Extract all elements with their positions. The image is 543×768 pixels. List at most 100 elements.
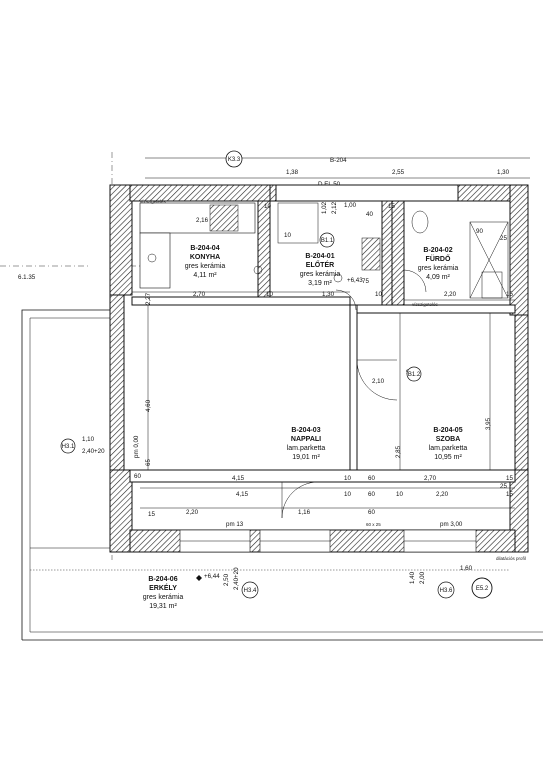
dim-60a: 60: [368, 475, 375, 482]
room-name-bath: FÜRDŐ: [426, 254, 451, 263]
kitchen-sink: [147, 253, 157, 263]
room-finish-bath: gres kerámia: [418, 265, 459, 272]
dim-3-95: 3,95: [485, 417, 492, 430]
room-name-hall: ELŐTÉR: [306, 260, 334, 269]
room-code-balcony: B-204-06: [148, 576, 177, 583]
room-area-living: 19,01 m²: [292, 454, 320, 461]
dim-2-50: 2,50: [223, 573, 230, 586]
room-finish-hall: gres kerámia: [300, 271, 341, 278]
wall-left-lower: [109, 469, 133, 553]
room-area-kitchen: 4,11 m²: [193, 272, 217, 279]
dim-2-85: 2,85: [395, 445, 402, 458]
marker-b12-text: B1.2: [408, 372, 421, 378]
dim-10z: 10: [264, 203, 271, 210]
dim-2-70: 2,70: [193, 291, 206, 298]
dim-60b: 60: [368, 491, 375, 498]
room-code-hall: B-204-01: [305, 253, 334, 260]
room-area-balcony: 19,31 m²: [149, 603, 177, 610]
top-dim-1: 1,38: [286, 169, 299, 176]
dim-1-30: 1,30: [322, 291, 335, 298]
dim-2-10: 2,10: [372, 378, 385, 385]
shower-diag-b: [469, 221, 509, 299]
dim-10b: 10: [375, 291, 382, 298]
room-finish-room: lam.parketta: [429, 445, 468, 452]
dim-1-00: 1,00: [344, 202, 357, 209]
dim-15b: 15: [506, 475, 513, 482]
room-code-living: B-204-03: [291, 427, 320, 434]
facade-band: [129, 469, 516, 483]
marker-b11-text: B1.1: [321, 238, 334, 244]
room-finish-living: lam.parketta: [287, 445, 326, 452]
room-name-kitchen: KONYHA: [190, 254, 220, 261]
level-hall: +6,43: [347, 277, 363, 284]
marker-h34: [241, 581, 259, 599]
room-area-bath: 4,09 m²: [426, 274, 450, 281]
wall-kitchen-living: [131, 296, 351, 306]
wall-bath-inner: [391, 200, 405, 306]
marker-h34-text: H3.4: [244, 588, 257, 594]
dim-4-60: 4,60: [145, 399, 152, 412]
dim-15c: 15: [506, 491, 513, 498]
door-tag-pm13: pm 13: [226, 521, 244, 528]
grid-bubble-k33: [225, 150, 243, 168]
top-dim-2: 2,55: [392, 169, 405, 176]
kitchen-counter-side: [139, 232, 171, 289]
wall-kitchen-hall: [257, 200, 271, 298]
room-name-balcony: ERKÉLY: [149, 583, 177, 592]
top-dim-3: 1,30: [497, 169, 510, 176]
wall-top-right: [275, 184, 459, 202]
grid-bubble-k33-text: K3.3: [228, 157, 241, 163]
wall-top-mid: [269, 184, 277, 202]
dim-1-40: 1,40: [409, 571, 416, 584]
dim-75: 75: [362, 278, 369, 285]
room-code-kitchen: B-204-04: [190, 245, 219, 252]
unit-label: B-204: [330, 157, 347, 164]
dim-4-15a: 4,15: [232, 475, 245, 482]
dim-25b: 25: [500, 235, 507, 242]
dim-10a: 10: [266, 291, 273, 298]
dim-1-16: 1,16: [298, 509, 311, 516]
marker-h31-text: H3.1: [62, 444, 75, 450]
dim-2-40v: 2,40+20: [233, 567, 240, 590]
dim-15v: 15: [148, 511, 155, 518]
room-area-room: 10,95 m²: [434, 454, 462, 461]
dim-2-12: 2,12: [331, 201, 338, 214]
dim-60x: 60: [134, 473, 141, 480]
dim-15a: 15: [506, 291, 513, 298]
dim-2-27: 2,27: [145, 292, 152, 305]
marker-e52: [471, 577, 493, 599]
marker-b11: [319, 232, 335, 248]
room-area-hall: 3,19 m²: [308, 280, 332, 287]
dim-2-20a: 2,20: [444, 291, 457, 298]
marker-b12: [406, 366, 422, 382]
dim-25a: 25: [500, 483, 507, 490]
dim-2-40: 2,40+20: [82, 448, 105, 455]
dim-2-20c: 2,20: [186, 509, 199, 516]
room-finish-balcony: gres kerámia: [143, 594, 184, 601]
dim-2-16: 2,16: [196, 217, 209, 224]
room-finish-kitchen: gres kerámia: [185, 263, 226, 270]
marker-e52-text: E5.2: [476, 586, 489, 592]
dim-4-15b: 4,15: [236, 491, 249, 498]
dim-1-60: 1,60: [460, 565, 473, 572]
balcony-outline-inner: [29, 317, 110, 632]
wall-hall-bath: [381, 200, 393, 306]
door-swing-bath: [403, 269, 427, 293]
wall-living-room: [349, 304, 358, 471]
dim-1-02: 1,02: [321, 201, 328, 214]
note-waterproofing-b: vízszigetelés: [412, 302, 439, 307]
room-name-room: SZOBA: [436, 436, 461, 443]
level-balcony: +6,44: [204, 573, 220, 580]
level-marker-icon: [196, 575, 202, 581]
wall-right-middle: [514, 314, 529, 471]
marker-h36: [437, 581, 455, 599]
marker-h36-text: H3.6: [440, 588, 453, 594]
door-tag-pm000: pm 0,00: [133, 435, 140, 458]
dim-15x: 15: [388, 203, 395, 210]
room-code-bath: B-204-02: [423, 247, 452, 254]
door-tag-60x25: 60 x 25: [366, 522, 381, 527]
balcony-outline-outer: [21, 309, 110, 640]
wall-left-middle: [109, 294, 125, 471]
dim-65: 65: [145, 459, 152, 466]
door-swing-room: [356, 359, 398, 401]
